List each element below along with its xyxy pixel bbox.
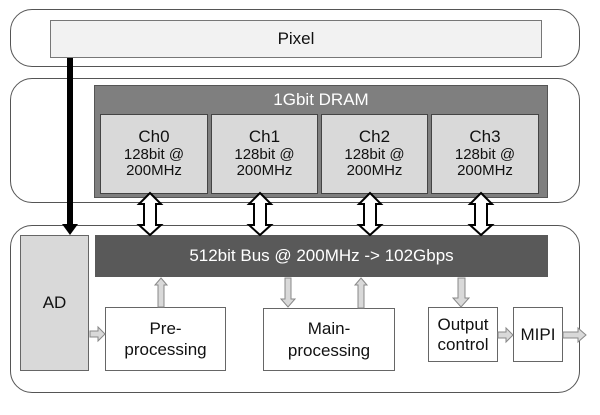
preprocessing-line2: processing — [124, 340, 207, 359]
pixel-to-ad-arrow — [62, 58, 78, 235]
dram-bus-double-arrow — [356, 191, 384, 237]
preprocessing-line1: Pre- — [149, 318, 182, 338]
output-control-line1: Output — [437, 314, 489, 334]
channel-width: 128bit @ — [234, 145, 295, 163]
channel-width: 128bit @ — [454, 145, 516, 163]
ad-label: AD — [42, 293, 67, 312]
ad-block: AD — [20, 235, 89, 371]
dram-title: 1Gbit DRAM — [273, 90, 369, 109]
bus-label: 512bit Bus @ 200MHz -> 102Gbps — [189, 246, 454, 265]
channel-freq: 200MHz — [457, 162, 513, 180]
dram-channel: Ch3 128bit @ 200MHz — [431, 114, 539, 194]
bus-to-mainprocessing-arrow — [279, 277, 297, 308]
dram-channel: Ch2 128bit @ 200MHz — [321, 114, 428, 194]
channel-width: 128bit @ — [123, 145, 185, 163]
channel-name: Ch0 — [138, 127, 170, 147]
preprocessing-to-bus-arrow — [153, 277, 169, 308]
output-control-line2: control — [437, 334, 489, 354]
ad-to-preprocessing-arrow — [89, 325, 106, 343]
mipi-output-arrow — [562, 326, 587, 344]
output-to-mipi-arrow — [497, 326, 514, 344]
dram-channel: Ch1 128bit @ 200MHz — [211, 114, 318, 194]
dram-bus-double-arrow — [136, 191, 164, 237]
channel-name: Ch1 — [248, 127, 281, 147]
pixel-label: Pixel — [277, 29, 315, 48]
mipi-label: MIPI — [520, 324, 556, 344]
bus-block: 512bit Bus @ 200MHz -> 102Gbps — [95, 235, 548, 277]
channel-width: 128bit @ — [344, 145, 405, 163]
pixel-block: Pixel — [50, 20, 542, 58]
channel-freq: 200MHz — [236, 162, 293, 180]
dram-channel: Ch0 128bit @ 200MHz — [100, 114, 208, 194]
mainprocessing-block: Main- processing — [263, 308, 395, 371]
channel-name: Ch3 — [469, 127, 501, 147]
mainprocessing-line1: Main- — [307, 319, 351, 339]
dram-bus-double-arrow — [246, 191, 274, 237]
mipi-block: MIPI — [513, 307, 563, 362]
mainprocessing-to-bus-arrow — [353, 277, 369, 309]
bus-to-output-arrow — [451, 277, 471, 308]
preprocessing-block: Pre- processing — [105, 307, 226, 371]
channel-freq: 200MHz — [126, 162, 182, 180]
channel-freq: 200MHz — [346, 162, 403, 180]
dram-bus-double-arrow — [467, 191, 495, 237]
mainprocessing-line2: processing — [287, 340, 371, 360]
channel-name: Ch2 — [358, 127, 391, 147]
